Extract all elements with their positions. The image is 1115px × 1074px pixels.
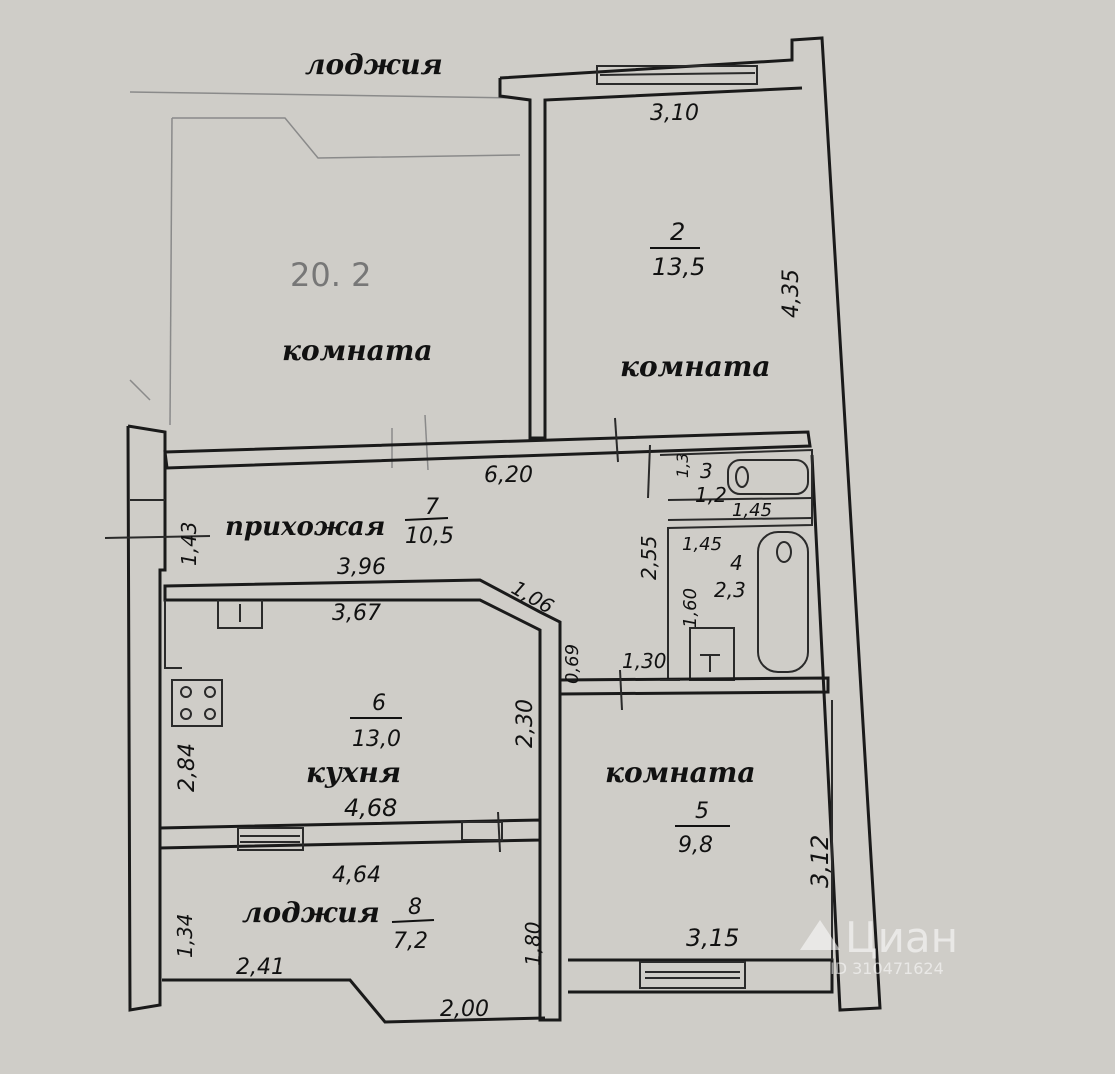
dim-620: 6,20 xyxy=(484,463,533,488)
room2-number: 2 xyxy=(670,218,685,246)
dimension-labels: 3,10 4,35 6,20 1,45 1,45 2,55 1,60 1,43 … xyxy=(173,101,834,1022)
cian-watermark: Циан ID 310471624 xyxy=(800,913,958,978)
hall-number: 7 xyxy=(425,495,439,520)
loggia-bottom-area: 7,2 xyxy=(393,929,428,954)
room2-area: 13,5 xyxy=(652,253,705,281)
watermark-id: ID 310471624 xyxy=(830,959,944,978)
pencil-sketch xyxy=(129,91,521,471)
dim-13: 1,3 xyxy=(673,453,692,478)
dim-310: 3,10 xyxy=(650,101,699,126)
dim-145a: 1,45 xyxy=(732,500,772,521)
dim-230: 2,30 xyxy=(513,699,538,748)
dim-468: 4,68 xyxy=(344,794,397,822)
room1-area-pencil: 20. 2 xyxy=(290,256,371,294)
room5-area: 9,8 xyxy=(678,833,713,858)
dim-464: 4,64 xyxy=(332,863,381,888)
dim-255: 2,55 xyxy=(637,535,661,580)
dim-160: 1,60 xyxy=(680,588,701,628)
wc-area: 1,2 xyxy=(695,483,727,507)
loggia-bottom-label: лоджия xyxy=(242,896,380,929)
kitchen-number: 6 xyxy=(372,691,386,716)
room5-label: комната xyxy=(605,756,756,789)
dim-143: 1,43 xyxy=(177,521,201,566)
dim-315: 3,15 xyxy=(686,924,739,952)
cian-logo-icon xyxy=(800,920,840,950)
dim-145b: 1,45 xyxy=(682,534,722,555)
dim-396: 3,96 xyxy=(337,555,386,580)
kitchen-label: кухня xyxy=(306,756,401,789)
hall-label: прихожая xyxy=(225,512,385,542)
dim-134: 1,34 xyxy=(173,913,197,958)
bath-area: 2,3 xyxy=(714,578,746,602)
loggia-top-label: лоджия xyxy=(305,48,443,81)
dim-069: 0,69 xyxy=(562,644,583,684)
room2-label: комната xyxy=(620,350,771,383)
dim-130: 1,30 xyxy=(622,649,667,673)
hall-area: 10,5 xyxy=(405,524,454,549)
wc-number: 3 xyxy=(700,459,713,483)
dim-180: 1,80 xyxy=(521,921,545,966)
walls xyxy=(104,36,882,1024)
room1-label: комната xyxy=(282,334,433,367)
room5-number: 5 xyxy=(695,799,709,824)
watermark-brand: Циан xyxy=(845,913,958,962)
kitchen-area: 13,0 xyxy=(352,727,401,752)
window-room2 xyxy=(596,65,758,85)
bath-number: 4 xyxy=(730,551,743,575)
dim-435: 4,35 xyxy=(779,269,804,318)
dim-241: 2,41 xyxy=(236,955,285,980)
loggia-bottom-number: 8 xyxy=(408,895,422,920)
dim-284: 2,84 xyxy=(175,743,200,792)
dim-200: 2,00 xyxy=(440,997,489,1022)
dim-367: 3,67 xyxy=(332,601,381,626)
dim-312: 3,12 xyxy=(806,835,834,888)
